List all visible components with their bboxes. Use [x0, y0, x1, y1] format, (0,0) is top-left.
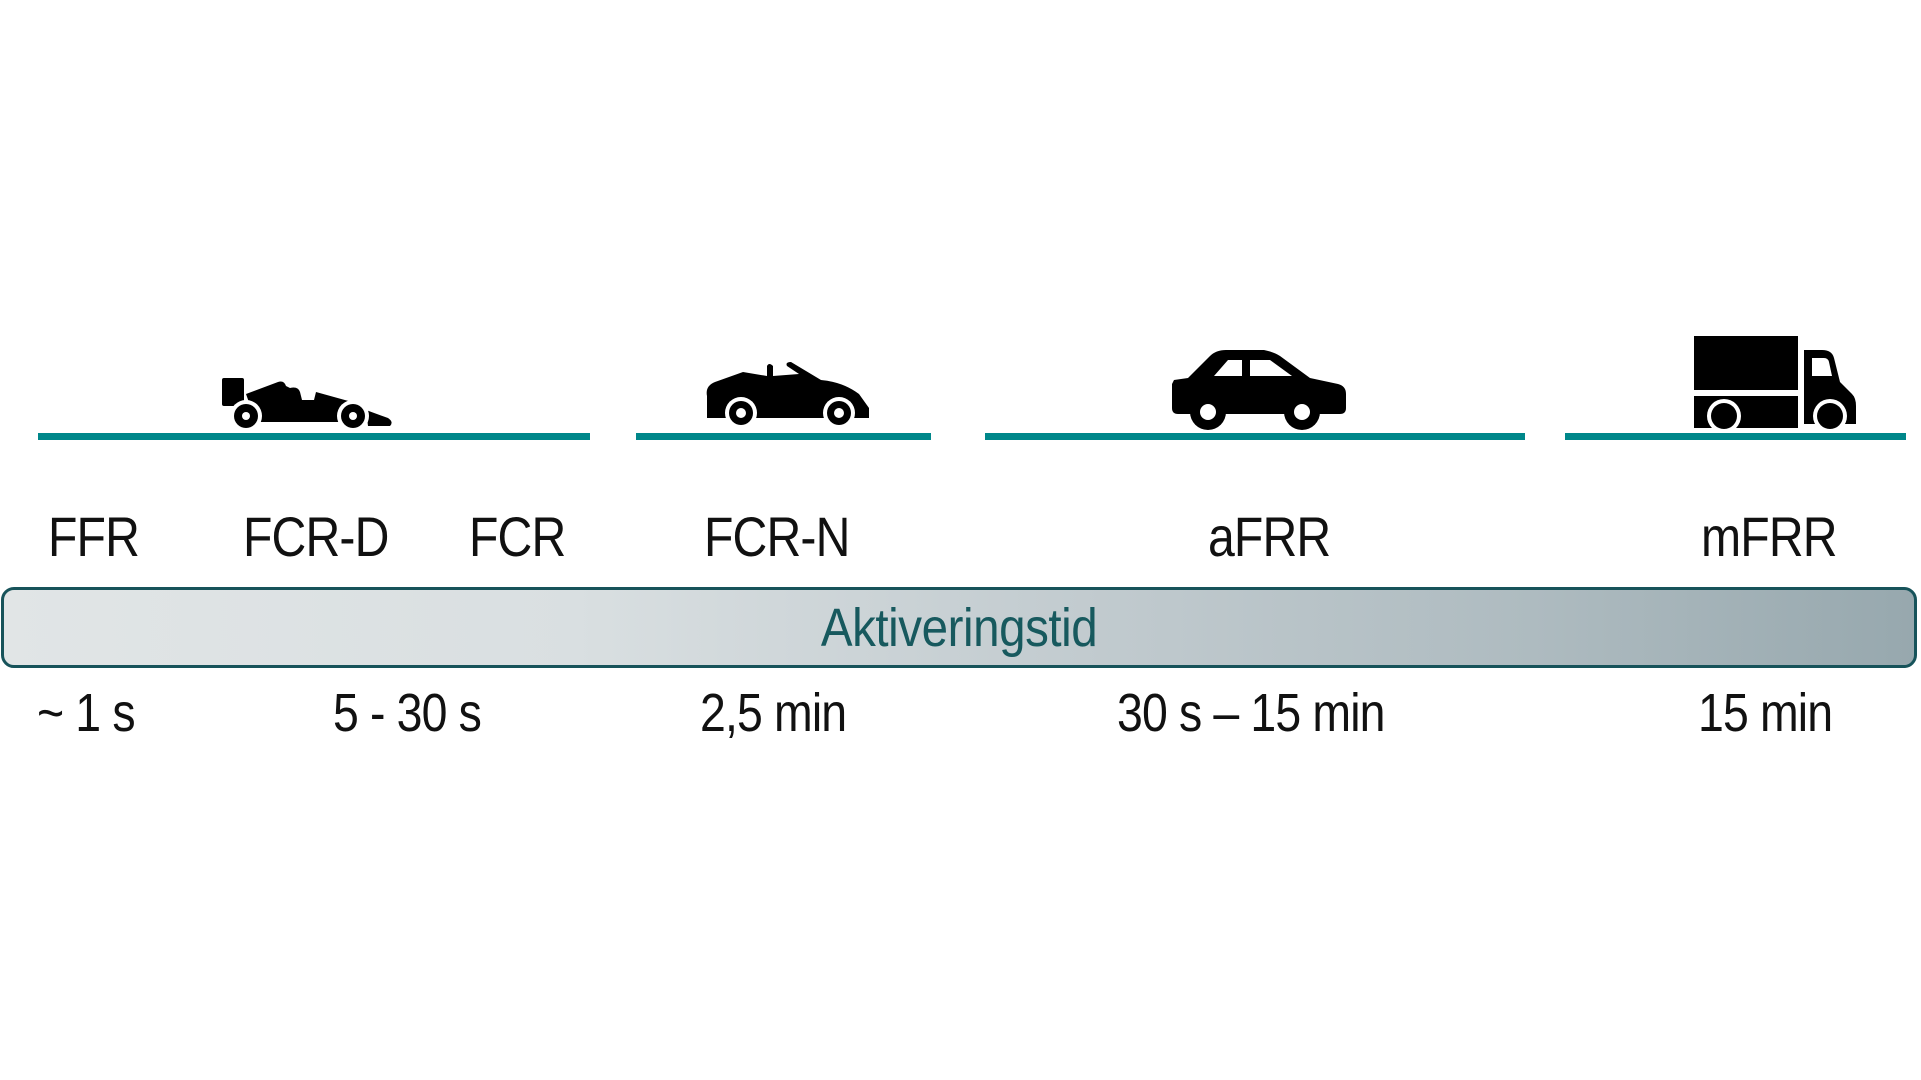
- formula-car-icon: [220, 378, 395, 430]
- track-segment-mfrr: [1565, 433, 1906, 440]
- label-mfrr: mFRR: [1701, 505, 1838, 568]
- label-fcr-n: FCR-N: [704, 505, 850, 568]
- activation-time-label: Aktiveringstid: [820, 597, 1098, 658]
- track-segment-afrr: [985, 433, 1525, 440]
- sedan-car-icon: [1170, 350, 1346, 432]
- label-fcr: FCR: [469, 505, 566, 568]
- label-afrr: aFRR: [1208, 505, 1331, 568]
- label-fcr-d: FCR-D: [243, 505, 389, 568]
- activation-time-bar: Aktiveringstid: [1, 587, 1917, 668]
- label-ffr: FFR: [48, 505, 140, 568]
- time-fcr: 5 - 30 s: [333, 683, 482, 743]
- truck-icon: [1694, 336, 1858, 430]
- time-afrr: 30 s – 15 min: [1117, 683, 1385, 743]
- track-segment-fast: [38, 433, 590, 440]
- time-fcr-n: 2,5 min: [700, 683, 847, 743]
- convertible-car-icon: [703, 362, 875, 428]
- time-ffr: ~ 1 s: [37, 683, 136, 743]
- track-segment-fcr-n: [636, 433, 931, 440]
- time-mfrr: 15 min: [1698, 683, 1833, 743]
